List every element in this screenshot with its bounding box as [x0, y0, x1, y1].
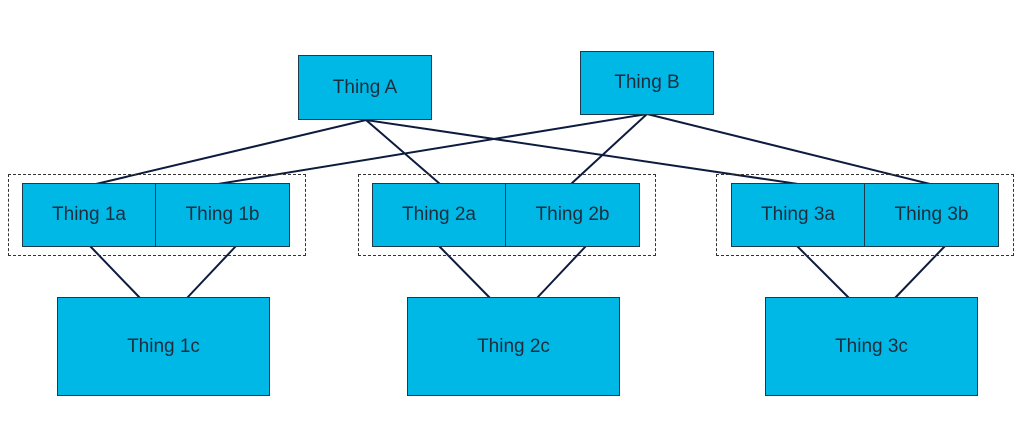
node-thing-3c-label: Thing 3c [835, 335, 908, 357]
group-1-border [8, 174, 306, 256]
node-thing-3c[interactable]: Thing 3c [765, 297, 978, 396]
node-thing-1a-label: Thing 1a [52, 204, 126, 225]
node-thing-2c[interactable]: Thing 2c [407, 297, 620, 396]
node-thing-b[interactable]: Thing B [580, 51, 714, 115]
node-thing-2b[interactable]: Thing 2b [506, 183, 640, 247]
connector-b-2b [570, 113, 648, 185]
connector-a-2a [365, 119, 441, 185]
connector-3b-3c [894, 245, 946, 299]
node-thing-3b-label: Thing 3b [894, 204, 969, 225]
node-thing-1c-label: Thing 1c [127, 335, 200, 357]
node-thing-2a[interactable]: Thing 2a [372, 183, 506, 247]
node-thing-3a-label: Thing 3a [761, 204, 835, 225]
connector-1b-1c [186, 245, 237, 299]
node-thing-3a[interactable]: Thing 3a [731, 183, 865, 247]
node-thing-2a-label: Thing 2a [402, 204, 476, 225]
node-thing-3b[interactable]: Thing 3b [865, 183, 999, 247]
group-2-border [358, 174, 656, 256]
node-thing-b-label: Thing B [614, 72, 680, 93]
node-thing-1b-label: Thing 1b [185, 204, 260, 225]
node-thing-1b[interactable]: Thing 1b [156, 183, 290, 247]
node-thing-1a[interactable]: Thing 1a [22, 183, 156, 247]
connector-a-3a [365, 119, 799, 185]
connector-2b-2c [536, 245, 587, 299]
node-thing-a[interactable]: Thing A [298, 55, 432, 120]
connector-2a-2c [438, 245, 491, 299]
connector-a-1a [95, 119, 367, 185]
connector-b-3b [646, 113, 931, 185]
node-thing-a-label: Thing A [332, 76, 398, 98]
connector-1a-1c [89, 245, 141, 299]
connector-3a-3c [796, 245, 850, 299]
connector-b-1b [217, 113, 648, 185]
group-3-border [716, 174, 1014, 256]
node-thing-2c-label: Thing 2c [477, 335, 550, 357]
node-thing-1c[interactable]: Thing 1c [57, 297, 270, 396]
node-thing-2b-label: Thing 2b [535, 204, 610, 225]
